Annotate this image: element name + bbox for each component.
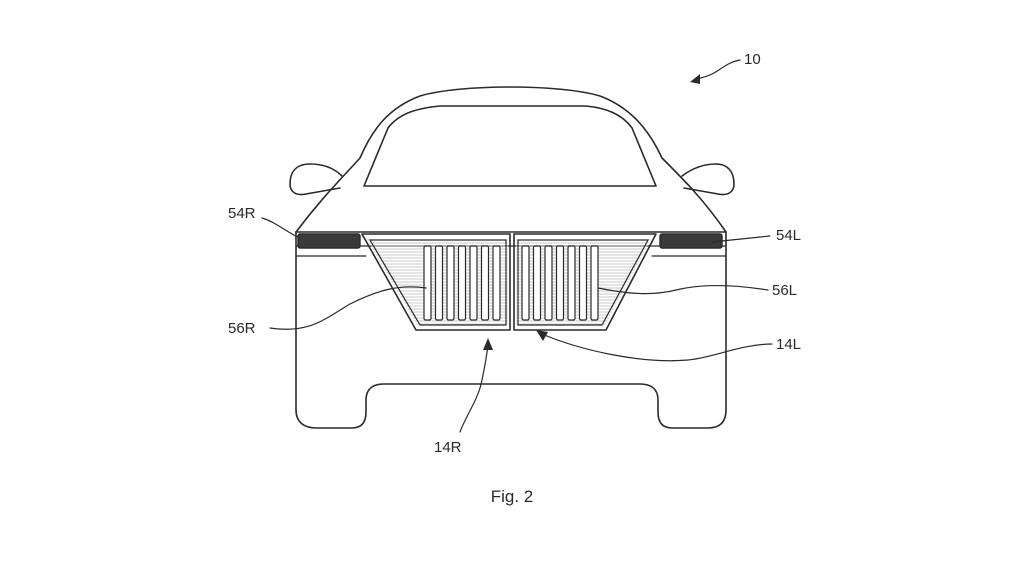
label-14R: 14R	[434, 439, 462, 456]
mirror-right	[289, 163, 343, 196]
car-body	[289, 86, 735, 429]
label-14L: 14L	[776, 336, 801, 353]
arrowhead-14R	[483, 338, 493, 350]
grille-right-slats	[423, 245, 501, 321]
grille-left-inner	[517, 239, 650, 326]
grille-slat	[532, 245, 542, 321]
leader-14L	[541, 333, 773, 362]
grille-slat	[578, 245, 588, 321]
grille-slat	[423, 245, 432, 321]
leader-10	[693, 59, 741, 81]
label-56R: 56R	[228, 320, 256, 337]
label-10: 10	[744, 51, 761, 68]
grille-slat	[555, 245, 565, 321]
grille-slat	[480, 245, 490, 321]
figure-caption: Fig. 2	[491, 487, 534, 506]
leader-lines	[261, 59, 773, 433]
grille-slat	[544, 245, 553, 321]
grille-right-outer	[361, 233, 511, 331]
grille-left	[513, 233, 657, 331]
leader-14R	[459, 345, 489, 433]
roof-outline	[295, 86, 727, 233]
grille-slat	[590, 245, 599, 321]
grille-slat	[567, 245, 576, 321]
label-54R: 54R	[228, 205, 256, 222]
label-54L: 54L	[776, 227, 801, 244]
leader-54R	[261, 217, 301, 239]
headlamp-left	[659, 233, 723, 249]
arrowhead-14L	[536, 330, 548, 341]
grille-slat	[492, 245, 501, 321]
leader-54L	[711, 235, 771, 243]
grille-left-slats	[521, 245, 599, 321]
arrowhead-10	[690, 74, 700, 84]
grille-slat	[446, 245, 455, 321]
grille-slat	[521, 245, 530, 321]
headlamp-right	[297, 233, 361, 249]
grille-left-outer	[513, 233, 657, 331]
grille-right	[361, 233, 511, 331]
grille-slat	[457, 245, 467, 321]
label-56L: 56L	[772, 282, 797, 299]
lower-body	[295, 231, 727, 429]
leader-56R	[269, 286, 427, 330]
mirror-left	[681, 163, 735, 196]
windshield	[363, 105, 657, 187]
grille-slat	[469, 245, 478, 321]
grille-right-inner	[368, 239, 507, 326]
leader-56L	[597, 284, 769, 295]
grille-slat	[434, 245, 444, 321]
